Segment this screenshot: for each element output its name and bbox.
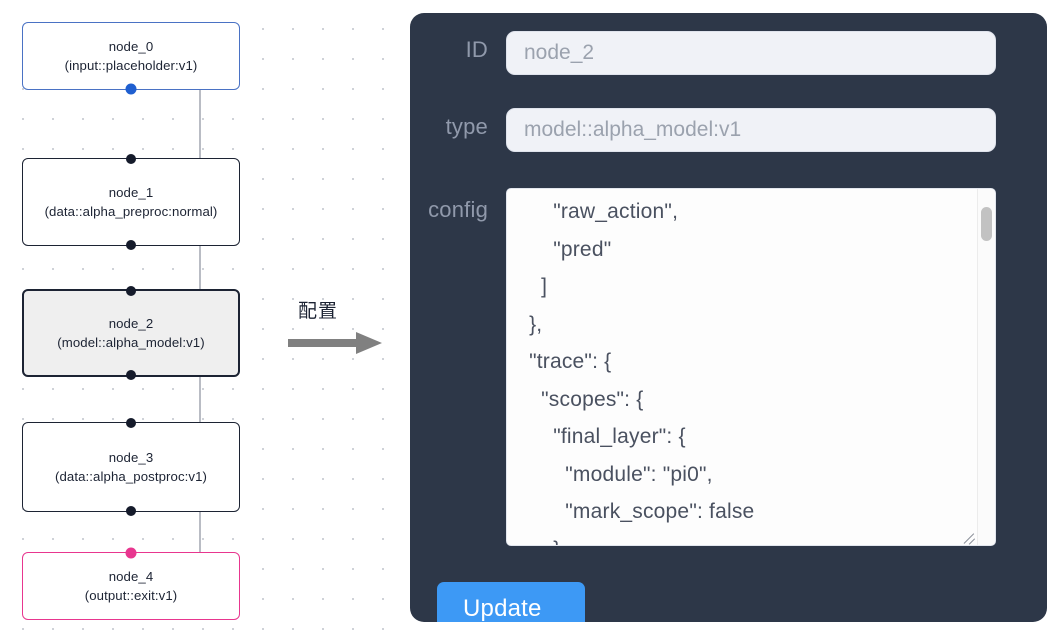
- config-textarea[interactable]: "raw_action", "pred" ] }, "trace": { "sc…: [529, 200, 755, 545]
- node-subtitle: (input::placeholder:v1): [64, 58, 198, 73]
- arrow-right-icon: [288, 332, 382, 354]
- port-output-node_2[interactable]: [126, 370, 136, 380]
- graph-node-node_2[interactable]: node_2 (model::alpha_model:v1): [22, 286, 240, 380]
- config-scrollbar-thumb[interactable]: [981, 207, 992, 241]
- port-output-node_3[interactable]: [126, 506, 136, 516]
- field-row-type: type model::alpha_model:v1: [410, 108, 996, 152]
- port-input-node_4[interactable]: [125, 547, 137, 559]
- id-input[interactable]: node_2: [506, 31, 996, 75]
- config-field-label: config: [428, 197, 488, 222]
- port-input-node_3[interactable]: [126, 418, 136, 428]
- node-subtitle: (data::alpha_postproc:v1): [54, 469, 208, 484]
- config-panel: ID node_2 type model::alpha_model:v1 con…: [410, 13, 1047, 622]
- edge-node2-node3: [199, 377, 201, 422]
- node-subtitle: (output::exit:v1): [84, 588, 178, 603]
- type-input[interactable]: model::alpha_model:v1: [506, 108, 996, 152]
- node-title: node_4: [108, 568, 154, 584]
- transition-group: 配置: [288, 296, 398, 364]
- graph-node-node_4[interactable]: node_4 (output::exit:v1): [22, 547, 240, 620]
- update-button[interactable]: Update: [437, 582, 585, 622]
- port-output-node_0[interactable]: [125, 83, 137, 95]
- edge-node0-node1: [199, 90, 201, 158]
- port-input-node_1[interactable]: [126, 154, 136, 164]
- node-subtitle: (data::alpha_preproc:normal): [44, 204, 218, 219]
- edge-node1-node2: [199, 246, 201, 304]
- port-input-node_2[interactable]: [126, 286, 136, 296]
- transition-label: 配置: [298, 300, 339, 322]
- node-subtitle: (model::alpha_model:v1): [57, 335, 205, 350]
- port-output-node_1[interactable]: [126, 240, 136, 250]
- node-title: node_0: [108, 38, 154, 54]
- graph-node-node_3[interactable]: node_3 (data::alpha_postproc:v1): [22, 418, 240, 516]
- config-scrollbar[interactable]: [977, 189, 995, 545]
- graph-node-node_1[interactable]: node_1 (data::alpha_preproc:normal): [22, 154, 240, 250]
- node-title: node_1: [108, 184, 154, 200]
- config-textarea-wrapper[interactable]: "raw_action", "pred" ] }, "trace": { "sc…: [506, 188, 996, 546]
- field-row-config: config "raw_action", "pred" ] }, "trace"…: [410, 188, 996, 546]
- node-title: node_3: [108, 449, 154, 465]
- node-title: node_2: [108, 315, 154, 331]
- type-field-label: type: [445, 114, 488, 139]
- id-field-label: ID: [465, 37, 488, 62]
- graph-node-node_0[interactable]: node_0 (input::placeholder:v1): [22, 22, 240, 95]
- edge-node3-node4: [199, 512, 201, 552]
- resize-grip-icon[interactable]: [960, 527, 976, 543]
- graph-canvas[interactable]: node_0 (input::placeholder:v1) node_1 (d…: [0, 0, 400, 643]
- field-row-id: ID node_2: [410, 31, 996, 75]
